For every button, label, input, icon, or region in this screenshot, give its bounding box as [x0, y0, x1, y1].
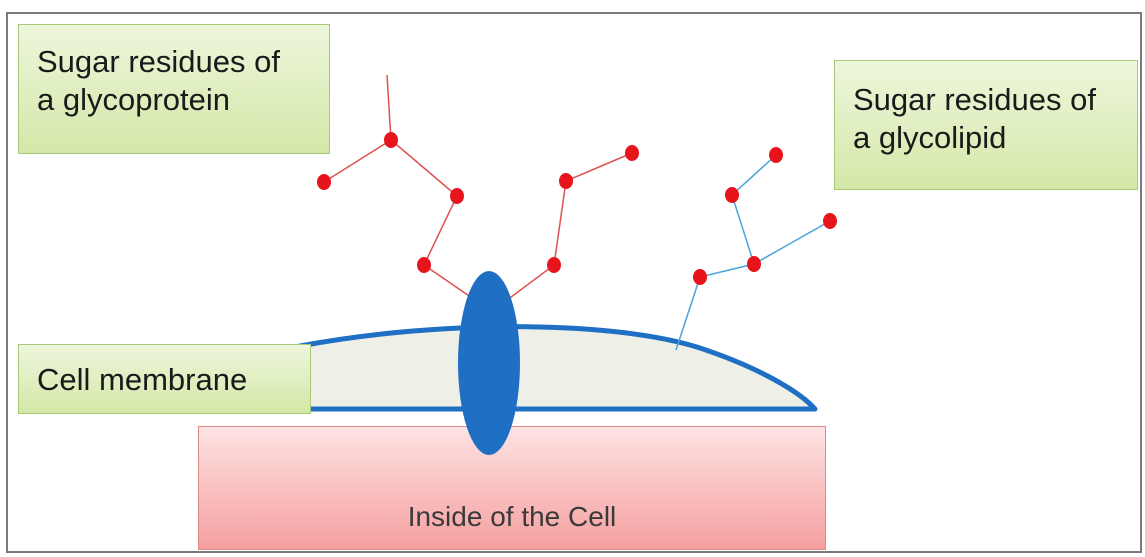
glycoprotein-label-line1: Sugar residues of [37, 43, 329, 81]
glycoprotein-label-line2: a glycoprotein [37, 81, 329, 119]
sugar-residue [559, 173, 573, 189]
glycolipid-label-line2: a glycolipid [853, 119, 1137, 157]
sugar-residue [417, 257, 431, 273]
transmembrane-protein [458, 271, 520, 455]
sugar-residue [747, 256, 761, 272]
cell-membrane-label: Cell membrane [37, 361, 310, 399]
glycoprotein-chain-branch [324, 140, 391, 182]
cell-membrane-label-box: Cell membrane [18, 344, 311, 414]
sugar-residue [769, 147, 783, 163]
glycolipid-chain-stem [676, 221, 830, 350]
glycoprotein-chain-stem [387, 75, 475, 300]
glycolipid-sugar-chains [676, 155, 830, 350]
cell-membrane [300, 327, 815, 409]
sugar-residue [317, 174, 331, 190]
sugar-residue [547, 257, 561, 273]
sugar-residue [725, 187, 739, 203]
sugar-residue [384, 132, 398, 148]
glycoprotein-sugar-chains [324, 75, 632, 300]
sugar-residue [625, 145, 639, 161]
sugar-residue [823, 213, 837, 229]
glycolipid-label-box: Sugar residues of a glycolipid [834, 60, 1138, 190]
sugar-residue [693, 269, 707, 285]
glycolipid-chain-branch [732, 155, 776, 264]
sugar-residues [317, 132, 837, 285]
glycolipid-label-line1: Sugar residues of [853, 81, 1137, 119]
glycoprotein-label-box: Sugar residues of a glycoprotein [18, 24, 330, 154]
sugar-residue [450, 188, 464, 204]
